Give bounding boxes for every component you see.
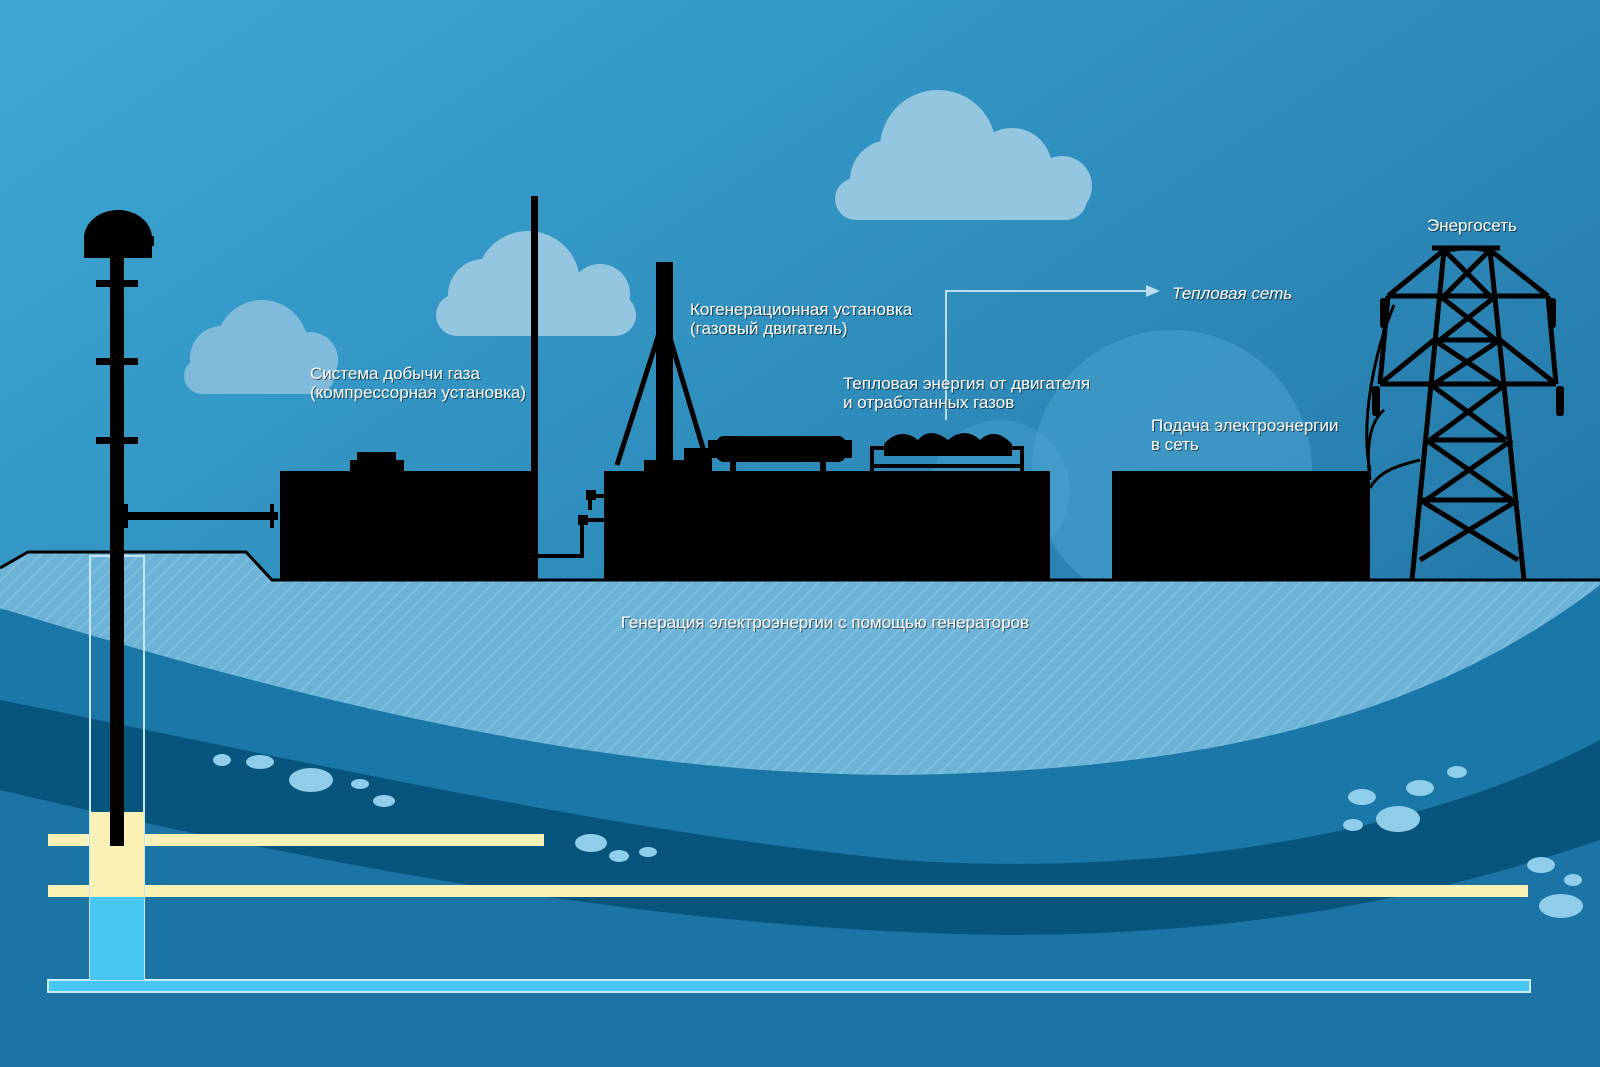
cogeneration-frame: [614, 309, 711, 466]
cogeneration-label-line1: Когенерационная установка: [690, 300, 913, 319]
well-water-zone: [90, 897, 144, 980]
tower-insulators: [1372, 298, 1564, 416]
exhaust-stack: [531, 196, 538, 580]
cogeneration-label-line2: (газовый двигатель): [690, 319, 848, 338]
grid-supply-label: Подача электроэнергии в сеть: [1151, 416, 1339, 454]
power-grid-label: Энергосеть: [1427, 216, 1517, 235]
gas-well-mast: [84, 210, 154, 846]
heat-energy-label-line1: Тепловая энергия от двигателя: [843, 374, 1091, 393]
gas-collection-pipe-upper: [48, 834, 544, 846]
water-pipe: [47, 979, 1531, 993]
gas-extraction-label-line1: Система добычи газа: [310, 364, 480, 383]
rock-layer-bottom: [0, 790, 1600, 1067]
grid-supply-label-line1: Подача электроэнергии: [1151, 416, 1339, 435]
generation-label: Генерация электроэнергии с помощью генер…: [620, 613, 1030, 632]
gas-extraction-label: Система добычи газа (компрессорная устан…: [310, 364, 526, 402]
grid-supply-label-line2: в сеть: [1151, 435, 1199, 454]
heat-energy-label: Тепловая энергия от двигателя и отработа…: [843, 374, 1090, 412]
gas-extraction-label-line2: (компрессорная установка): [310, 383, 527, 402]
heat-exchanger: [884, 433, 1012, 456]
compressor-building: [280, 452, 536, 580]
cogeneration-label: Когенерационная установка (газовый двига…: [690, 300, 912, 338]
engine-tank: [708, 436, 852, 471]
cloud-medium: [436, 231, 636, 336]
grid-building: [1112, 471, 1370, 580]
gas-collection-pipe-lower: [48, 885, 1528, 897]
heat-network-arrow: [945, 285, 1160, 420]
gas-feed-pipe: [124, 504, 278, 528]
gas-bubbles-left: [213, 754, 657, 862]
heat-exchanger-pipes: [870, 446, 1024, 471]
heat-network-label: Тепловая сеть: [1172, 284, 1293, 303]
cloud-large: [835, 90, 1092, 220]
gas-bubbles-right: [1343, 766, 1583, 918]
heat-energy-label-line2: и отработанных газов: [843, 393, 1015, 412]
ground-surface: [0, 552, 1600, 775]
cloud-small: [184, 300, 338, 394]
cogeneration-building: [604, 262, 1050, 580]
pipe-flanges: [578, 490, 596, 525]
